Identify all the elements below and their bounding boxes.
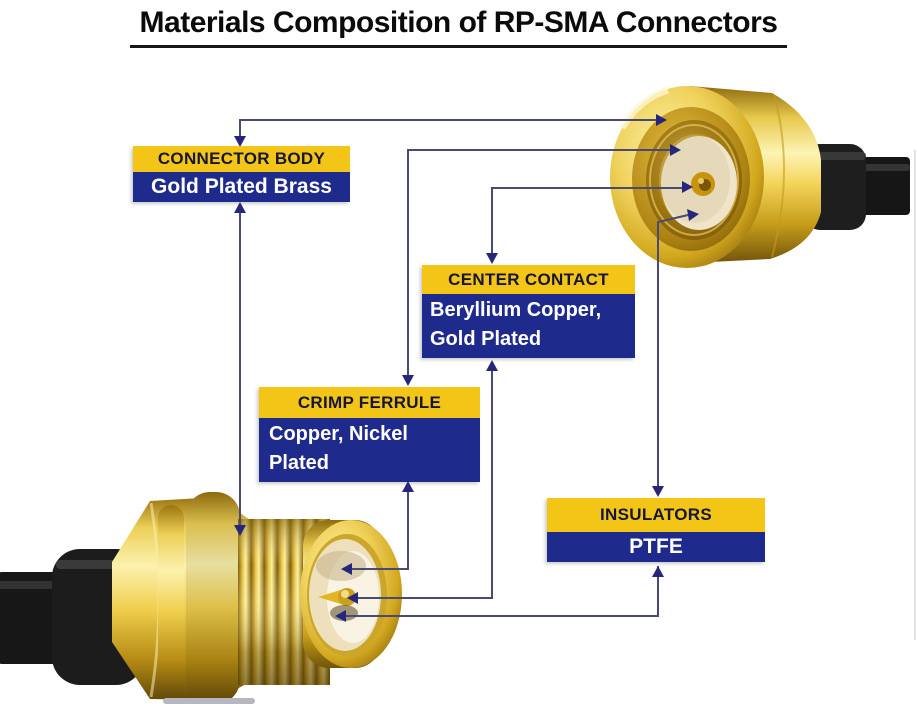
- material-line: Gold Plated Brass: [151, 175, 332, 198]
- title-bar: Materials Composition of RP-SMA Connecto…: [0, 6, 917, 48]
- callout-material: Copper, Nickel Plated: [259, 418, 480, 482]
- rp-sma-male-connector: [610, 86, 910, 268]
- line-crimp-ferrule-to-female: [348, 483, 409, 570]
- callout-heading: INSULATORS: [547, 498, 765, 532]
- line-connector-body-to-male: [239, 119, 660, 144]
- line-center-contact-to-female: [354, 362, 493, 599]
- arrowheads: [234, 114, 699, 622]
- material-line: Beryllium Copper,: [430, 299, 602, 321]
- callout-material: Gold Plated Brass: [133, 172, 350, 202]
- line-insulators-to-male: [657, 214, 689, 494]
- callout-center-contact: CENTER CONTACT Beryllium Copper, Gold Pl…: [422, 265, 635, 358]
- page-title: Materials Composition of RP-SMA Connecto…: [129, 6, 788, 48]
- callout-material: PTFE: [547, 532, 765, 562]
- line-center-contact-to-male: [491, 187, 686, 261]
- line-crimp-ferrule-to-male: [407, 149, 674, 383]
- edge-artifact-line: [914, 150, 916, 640]
- line-insulators-to-female: [341, 566, 659, 617]
- callout-insulators: INSULATORS PTFE: [547, 498, 765, 562]
- callout-crimp-ferrule: CRIMP FERRULE Copper, Nickel Plated: [259, 387, 480, 482]
- rp-sma-female-connector: [0, 492, 402, 704]
- callout-heading: CENTER CONTACT: [422, 265, 635, 294]
- callout-heading: CONNECTOR BODY: [133, 146, 350, 172]
- material-line: Plated: [269, 452, 330, 474]
- material-line: PTFE: [629, 535, 683, 558]
- callout-connector-body: CONNECTOR BODY Gold Plated Brass: [133, 146, 350, 202]
- material-line: Gold Plated: [430, 328, 542, 350]
- material-line: Copper, Nickel: [269, 423, 408, 445]
- callout-heading: CRIMP FERRULE: [259, 387, 480, 418]
- callout-material: Beryllium Copper, Gold Plated: [422, 294, 635, 358]
